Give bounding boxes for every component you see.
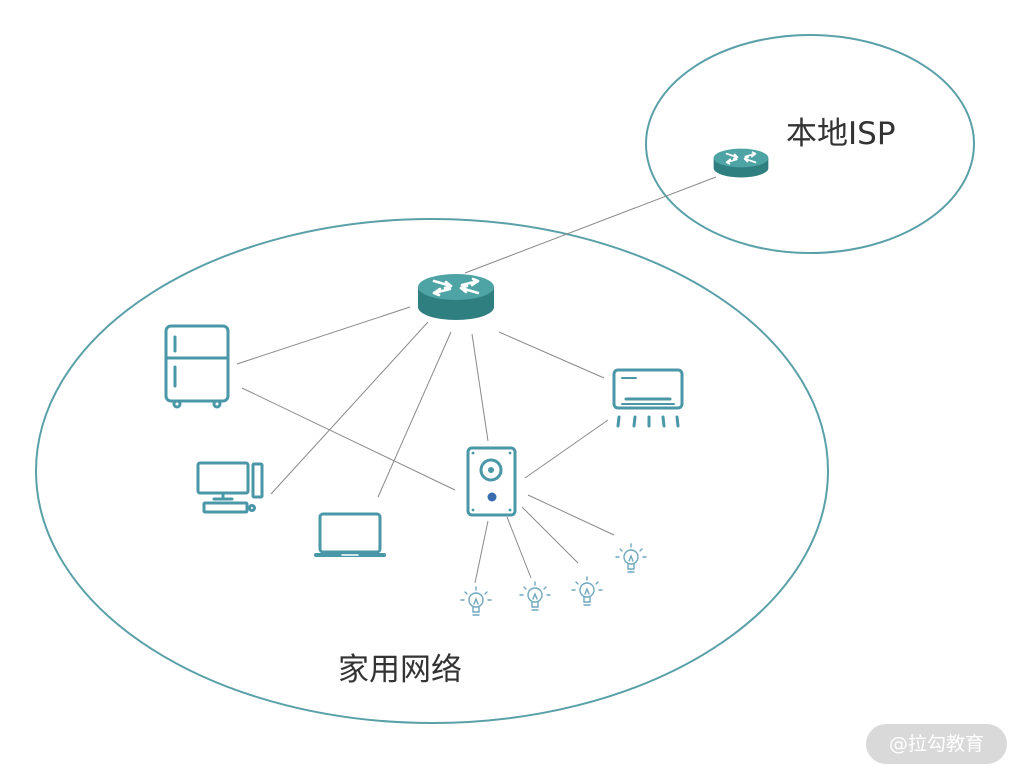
link-speaker-bulb-3 [521, 506, 579, 564]
link-router-fridge [236, 306, 411, 365]
link-router-speaker [471, 333, 489, 442]
laptop-icon [314, 512, 386, 557]
smart-speaker-icon [466, 446, 517, 517]
link-router-ac [498, 331, 605, 379]
desktop-computer-icon [196, 461, 264, 514]
refrigerator-icon [164, 324, 230, 409]
link-speaker-bulb-1 [474, 520, 489, 584]
connections [236, 176, 717, 584]
home-network-zone-label: 家用网络 [338, 652, 462, 688]
watermark-badge: @拉勾教育 [866, 724, 1007, 764]
link-isp-home-router [464, 176, 717, 274]
link-speaker-bulb-4 [527, 494, 615, 536]
isp-zone-label: 本地ISP [786, 116, 896, 152]
isp-router-icon [713, 148, 769, 178]
home-router-icon [418, 274, 494, 320]
isp-zone-ellipse [645, 34, 975, 254]
light-bulb-icon [519, 581, 551, 611]
link-ac-speaker [524, 419, 609, 479]
air-conditioner-icon [612, 368, 684, 428]
light-bulb-icon [571, 576, 603, 606]
link-router-desktop [270, 321, 429, 495]
light-bulb-icon [615, 543, 647, 573]
link-speaker-bulb-2 [506, 516, 532, 579]
link-router-laptop [377, 331, 452, 498]
light-bulb-icon [460, 586, 492, 616]
home-network-zone-ellipse [35, 218, 829, 724]
link-fridge-speaker [241, 387, 456, 491]
